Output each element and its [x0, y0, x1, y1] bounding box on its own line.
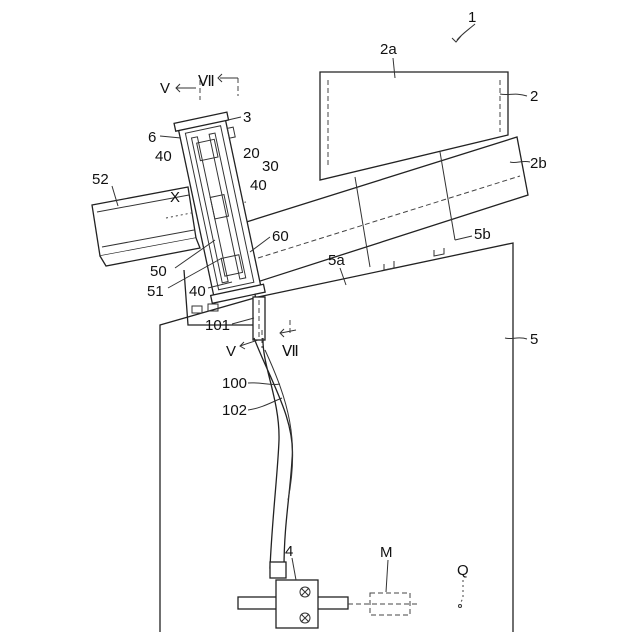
label-51: 51 [147, 283, 164, 300]
leader-5 [505, 338, 527, 339]
label-q: Q [457, 562, 469, 579]
point-q [460, 580, 463, 604]
label-40a: 40 [155, 148, 172, 165]
leader-100 [248, 383, 280, 385]
leader-2b [510, 161, 530, 162]
arrow-v-top [176, 84, 196, 92]
leader-5a [340, 268, 346, 285]
nozzle-block-4 [276, 580, 318, 628]
leader-3 [228, 117, 241, 120]
label-5b: 5b [474, 226, 491, 243]
leader-6 [160, 136, 181, 138]
arrow-vii-bottom [280, 329, 296, 337]
plate-divider-2 [440, 152, 455, 240]
label-40c: 40 [189, 283, 206, 300]
label-2: 2 [530, 88, 538, 105]
label-2b: 2b [530, 155, 547, 172]
label-40b: 40 [250, 177, 267, 194]
arrow-v-bottom [240, 340, 258, 349]
label-30: 30 [262, 158, 279, 175]
inclined-plate-dashed [258, 176, 520, 258]
label-5a: 5a [328, 252, 345, 269]
label-102: 102 [222, 402, 247, 419]
label-1: 1 [468, 9, 476, 26]
label-5: 5 [530, 331, 538, 348]
arrow-vii-top [218, 74, 238, 82]
label-vii-bottom: Ⅶ [282, 343, 299, 360]
leader-101 [232, 318, 254, 324]
leader-4 [292, 558, 296, 580]
label-101: 101 [205, 317, 230, 334]
label-2a: 2a [380, 41, 397, 58]
label-4: 4 [285, 543, 293, 560]
label-vii-top: Ⅶ [198, 73, 215, 90]
label-3: 3 [243, 109, 251, 126]
label-v-top: V [160, 80, 170, 97]
leader-1-arrow [452, 36, 461, 42]
plate-divider-1 [355, 177, 370, 267]
label-100: 100 [222, 375, 247, 392]
plate-tab-2 [434, 248, 444, 256]
plate-tab-1 [384, 261, 394, 270]
label-20: 20 [243, 145, 260, 162]
label-52: 52 [92, 171, 109, 188]
label-60: 60 [272, 228, 289, 245]
label-v-bottom: V [226, 343, 236, 360]
label-50: 50 [150, 263, 167, 280]
hopper-2 [320, 72, 508, 180]
leader-m [386, 560, 388, 592]
tube-end [270, 562, 286, 578]
point-q-dot [459, 605, 462, 608]
bracket-tab-1 [192, 306, 202, 313]
leader-5b [455, 236, 472, 240]
label-m: M [380, 544, 393, 561]
label-x: X [170, 189, 180, 206]
label-6: 6 [148, 129, 156, 146]
flexible-tube-100 [254, 338, 292, 568]
leader-60 [250, 237, 270, 252]
